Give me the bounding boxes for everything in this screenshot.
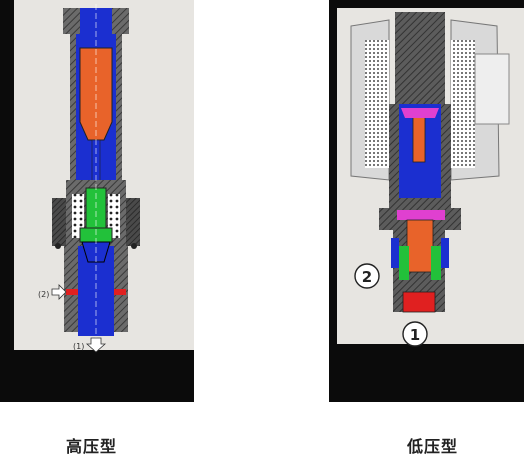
high-pressure-cross-section: (2) (1)	[38, 4, 140, 353]
coil-right	[451, 40, 475, 168]
center-core	[395, 12, 445, 104]
blue-side-right	[441, 238, 449, 268]
port-2-arrow	[51, 284, 67, 300]
spring-left	[72, 194, 84, 238]
magenta-cap	[401, 108, 439, 118]
green-seat-right	[431, 246, 441, 280]
o-ring-left	[55, 243, 61, 249]
blue-side-left	[391, 238, 399, 268]
o-ring-right	[131, 243, 137, 249]
label-1: 1	[410, 326, 420, 344]
red-nozzle	[402, 291, 436, 313]
seal-left	[66, 289, 78, 295]
caption-high-pressure: 高压型	[66, 437, 118, 456]
caption-low-pressure: 低压型	[407, 437, 459, 456]
low-pressure-photo: 2 1	[329, 0, 524, 402]
connector-block	[474, 53, 510, 125]
orange-plunger	[406, 219, 434, 273]
low-pressure-cross-section: 2 1	[350, 12, 510, 347]
magenta-collar	[397, 210, 445, 220]
top-blue-chamber	[80, 8, 112, 34]
port-label-2: (2)	[38, 290, 49, 299]
label-circle-2	[354, 263, 380, 289]
spring-right	[108, 194, 120, 238]
port-1-arrow	[85, 337, 107, 353]
seal-right	[114, 289, 126, 295]
label-circle-1	[402, 321, 428, 347]
green-seat-left	[399, 246, 409, 280]
port-label-1: (1)	[73, 342, 84, 351]
coil-left	[365, 40, 389, 168]
high-pressure-photo: (2) (1)	[0, 0, 194, 402]
label-2: 2	[362, 268, 372, 286]
